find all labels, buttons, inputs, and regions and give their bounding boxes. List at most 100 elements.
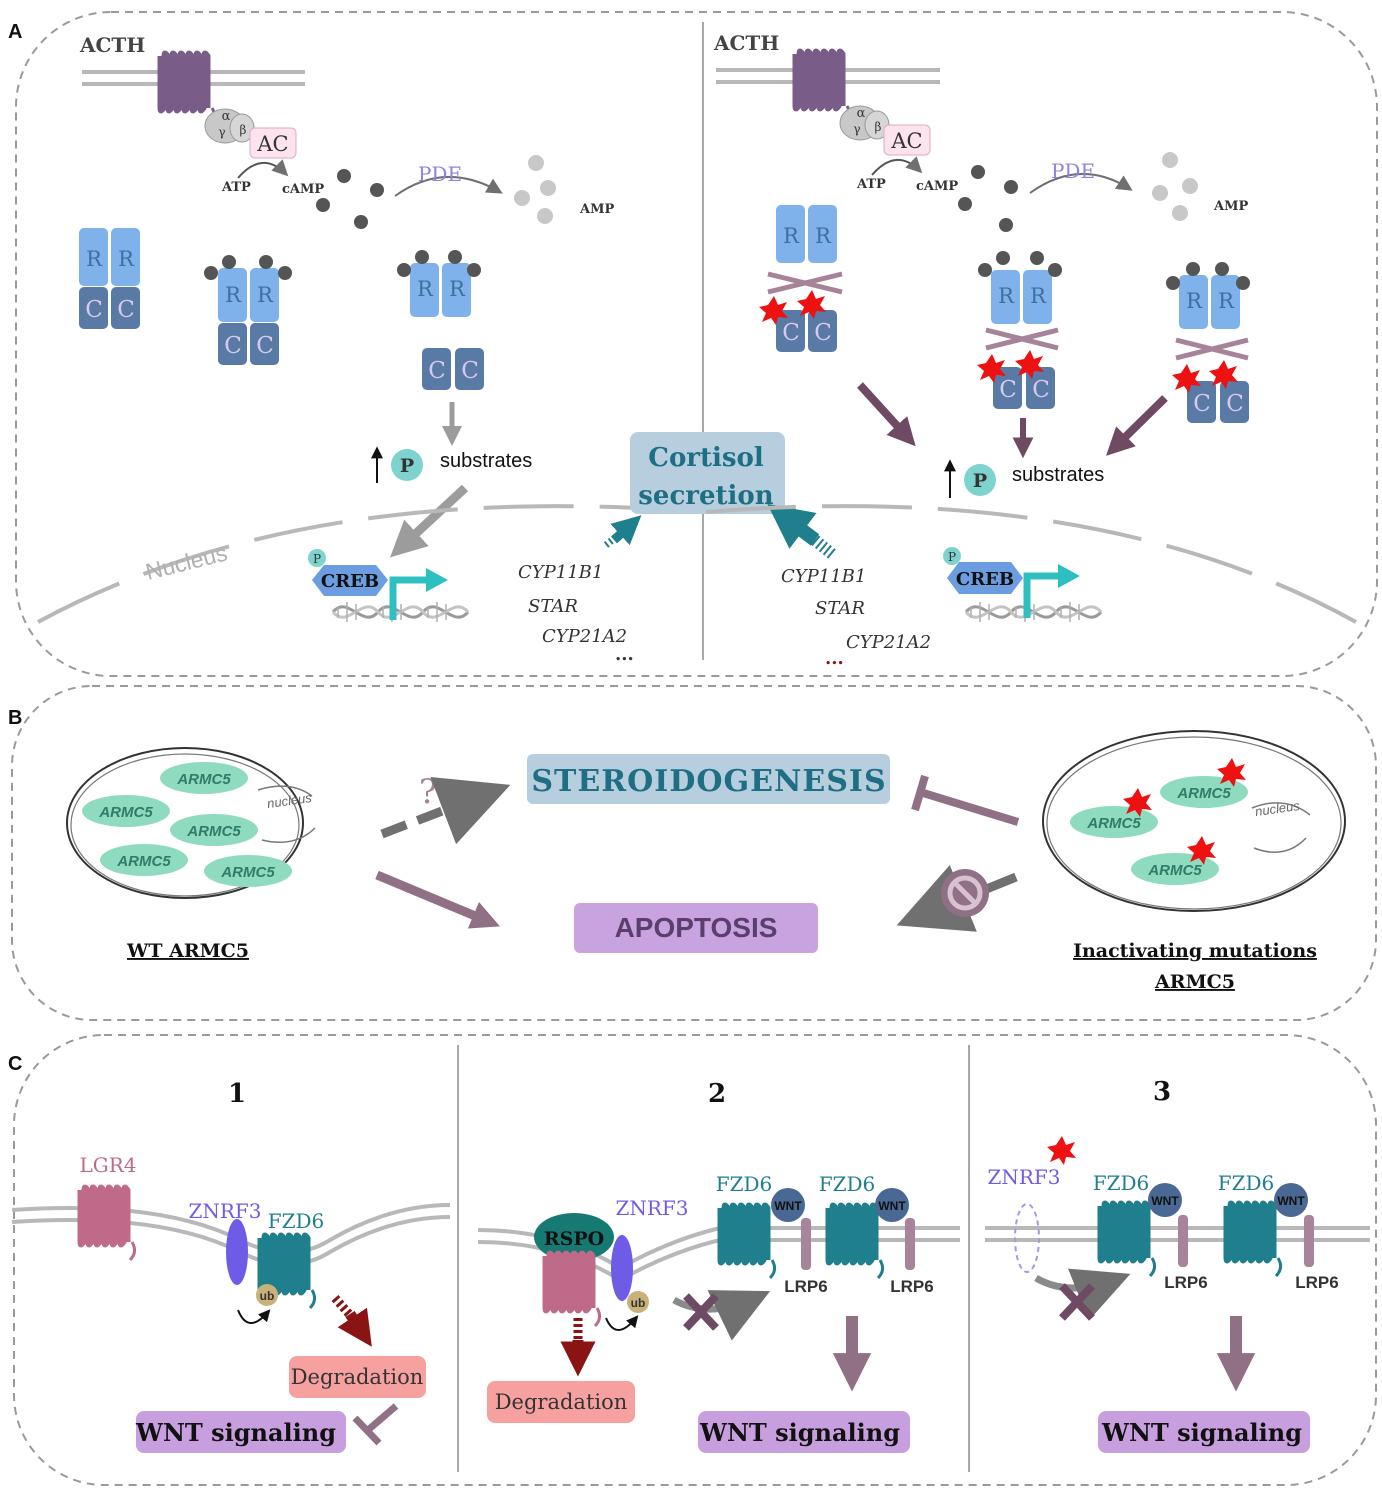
ubiquitin-col1	[256, 1284, 278, 1306]
svg-text:R: R	[815, 224, 832, 248]
ubiquitination-arrow-col2	[605, 1315, 639, 1331]
scenario-number-3: 3	[1153, 1077, 1171, 1107]
adenylate-cyclase-left	[249, 127, 297, 159]
lrp6-col3-a	[1178, 1215, 1188, 1267]
amp-molecules-right	[1152, 152, 1198, 221]
svg-text:R: R	[417, 277, 434, 301]
apoptosis-label: APOPTOSIS	[615, 912, 778, 943]
substrates-to-creb-arrow-left	[390, 484, 469, 558]
svg-text:C: C	[1193, 391, 1211, 417]
lrp6-label-col2-b: LRP6	[890, 1277, 933, 1296]
fzd6-label-col3-b: FZD6	[1218, 1171, 1275, 1195]
pka-holoenzyme-inactive: R R C C	[79, 228, 140, 329]
pka-mutant-inactive: R R C C	[767, 205, 843, 352]
panel-b-box	[11, 685, 1377, 1021]
wt-nucleus-label: nucleus	[266, 790, 313, 811]
blocked-ubiquitination-col3	[1034, 1268, 1131, 1321]
cortisol-label-line2: secretion	[638, 481, 773, 511]
znrf3-label-col3: ZNRF3	[987, 1165, 1060, 1189]
svg-text:R: R	[257, 283, 274, 307]
acth-label-left: ACTH	[79, 33, 145, 57]
wt-nucleus-arc	[261, 827, 316, 843]
znrf3-absent-col3	[1014, 1203, 1040, 1273]
svg-text:C: C	[85, 297, 103, 323]
lrp6-label-col3-a: LRP6	[1164, 1273, 1207, 1292]
wnt-ligand-col2-b	[875, 1188, 909, 1222]
wnt-signaling-box-col3	[1098, 1411, 1310, 1453]
g-protein-right: α γ β	[839, 105, 890, 141]
amp-label-left: AMP	[579, 202, 614, 217]
znrf3-label-col1: ZNRF3	[188, 1199, 261, 1223]
camp-label-left: cAMP	[282, 182, 324, 197]
lrp6-col3-b	[1304, 1215, 1314, 1267]
pka-mutant-camp-bound-2: R R C C	[1166, 262, 1250, 423]
substrates-label-right: substrates	[1012, 464, 1104, 486]
gene-cyp11b1-left: CYP11B1	[518, 562, 603, 583]
lrp6-label-col2-a: LRP6	[784, 1277, 827, 1296]
wnt-signaling-label-col1: WNT signaling	[135, 1418, 336, 1447]
genes-ellipsis-right: ...	[825, 648, 844, 669]
fzd6-label-col1: FZD6	[268, 1209, 325, 1233]
gene-star-right: STAR	[815, 598, 865, 619]
svg-text:C: C	[782, 320, 800, 346]
wnt-signaling-box-col2	[698, 1411, 910, 1453]
lrp6-col2-b	[905, 1218, 915, 1270]
panel-c-box	[13, 1034, 1377, 1486]
armc5-label: ARMC5	[1086, 815, 1141, 832]
wnt-signaling-box-col1	[136, 1411, 346, 1453]
svg-text:C: C	[224, 333, 242, 359]
dna-right	[964, 600, 1103, 624]
svg-text:γ: γ	[218, 125, 225, 139]
nucleus-envelope-left	[37, 504, 701, 624]
nucleus-envelope-right	[705, 504, 1357, 624]
degradation-box-col1	[289, 1356, 426, 1398]
acth-receptor-right	[795, 51, 850, 124]
lgr4-receptor-col2	[545, 1253, 600, 1326]
mutant-to-substrates-arrow-3	[1106, 395, 1168, 456]
armc5-label: ARMC5	[98, 804, 153, 821]
wnt-ligand-col2-a	[771, 1188, 805, 1222]
transcription-arrowhead-left	[426, 568, 448, 592]
svg-text:β: β	[240, 123, 247, 137]
ub-label-col2: ub	[631, 1296, 646, 1310]
phospho-p-right	[964, 464, 996, 496]
steroidogenesis-box	[527, 754, 890, 804]
gene-cyp21a2-right: CYP21A2	[846, 632, 931, 653]
target-genes-left: CYP11B1 STAR CYP21A2 ...	[518, 562, 634, 665]
gene-cyp21a2-left: CYP21A2	[542, 626, 627, 647]
amp-label-right: AMP	[1213, 199, 1248, 214]
svg-text:C: C	[1226, 391, 1244, 417]
svg-text:C: C	[428, 358, 446, 384]
svg-text:C: C	[999, 377, 1017, 403]
ub-label-col1: ub	[260, 1289, 275, 1303]
panel-label-b: B	[8, 707, 22, 729]
svg-text:R: R	[1186, 289, 1203, 313]
p-label-left: P	[400, 455, 414, 477]
svg-text:C: C	[117, 297, 135, 323]
genes-to-cortisol-arrow-left	[603, 515, 642, 548]
inactivating-mutations-label: Inactivating mutations	[1073, 940, 1317, 962]
lgr4-receptor	[80, 1187, 135, 1260]
fzd6-label-col2-b: FZD6	[819, 1172, 876, 1196]
svg-text:R: R	[1030, 284, 1047, 308]
gene-cyp11b1-right: CYP11B1	[781, 566, 866, 587]
degradation-label-col1: Degradation	[291, 1365, 424, 1389]
camp-molecules-left	[316, 169, 384, 229]
wnt-label-col3-b: WNT	[1277, 1194, 1305, 1208]
mutation-star-icon	[1047, 1136, 1076, 1165]
degradation-arrow-col1	[331, 1295, 372, 1347]
wnt-label-col3-a: WNT	[1151, 1194, 1179, 1208]
mutant-nucleus-arc	[1253, 837, 1307, 853]
svg-text:R: R	[449, 277, 466, 301]
creb-left: CREB P	[308, 549, 388, 596]
svg-text:R: R	[225, 283, 242, 307]
adenylate-cyclase-right	[883, 124, 931, 156]
ac-label-right: AC	[890, 129, 922, 153]
creb-right: CREB P	[943, 547, 1023, 594]
lgr4-label: LGR4	[79, 1153, 136, 1177]
apoptosis-box	[574, 903, 818, 953]
mutant-cell	[1042, 730, 1346, 912]
pka-mutant-camp-bound-1: R R C C	[978, 251, 1062, 409]
dna-left	[331, 600, 470, 624]
